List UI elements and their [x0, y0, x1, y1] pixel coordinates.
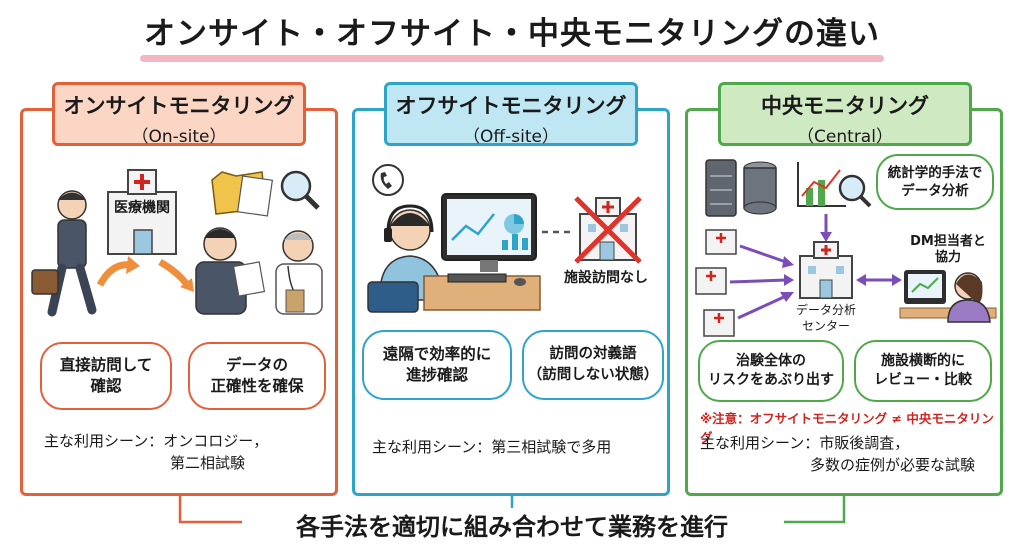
magnifier-icon — [280, 170, 320, 210]
central-warning-note: ※注意：オフサイトモニタリング ≠ 中央モニタリング — [700, 411, 994, 445]
footer-summary: 各手法を適切に組み合わせて業務を進行 — [296, 513, 728, 541]
central-title: 中央モニタリング — [761, 94, 929, 118]
chart-icon — [797, 162, 872, 208]
doctor-icon — [275, 230, 323, 315]
data-center-icon — [799, 241, 853, 299]
bubble-line: 訪問の対義語 — [549, 346, 637, 362]
bubble-line: リスクをあぶり出す — [708, 372, 834, 388]
scene-line: 主な利用シーン：第三相試験で多用 — [372, 438, 612, 456]
arrow-icon — [158, 258, 191, 289]
headset-person-icon — [367, 204, 445, 313]
footer-bracket — [178, 496, 846, 524]
cross-mark-icon — [574, 196, 642, 264]
hospital-icon — [574, 196, 642, 264]
scene-line: 第二相試験 — [170, 454, 246, 472]
central-usage-scene: 主な利用シーン：市販後調査， 多数の症例が必要な試験 — [700, 432, 1000, 476]
dm-person-icon — [899, 270, 997, 323]
onsite-illustration — [31, 169, 323, 317]
bubble-line: データの — [225, 356, 288, 374]
bubble-line: データ分析 — [901, 183, 969, 199]
bubble-line: レビュー・比較 — [874, 372, 972, 388]
central-illustration — [695, 159, 997, 337]
offsite-header: オフサイトモニタリング （Off-site） — [384, 82, 638, 147]
scene-line: 多数の症例が必要な試験 — [810, 456, 976, 474]
computer-icon — [423, 193, 541, 311]
label-line: データ分析 — [795, 303, 856, 317]
central-subtitle: （Central） — [797, 127, 893, 147]
onsite-header: オンサイトモニタリング （On-site） — [52, 82, 306, 147]
server-icon — [705, 159, 777, 217]
phone-icon — [372, 164, 404, 196]
handshake-person-icon — [195, 227, 266, 315]
arrow-icon — [729, 244, 794, 320]
bubble-line: 正確性を確保 — [210, 377, 304, 395]
folder-icon — [211, 171, 274, 217]
building-label: 医療機関 — [114, 200, 170, 216]
onsite-subtitle: （On-site） — [131, 127, 227, 147]
onsite-bubble-data-accuracy: データの正確性を確保 — [188, 342, 326, 410]
bubble-line: 直接訪問して — [59, 356, 153, 374]
offsite-subtitle: （Off-site） — [463, 127, 559, 147]
central-bubble-cross-site: 施設横断的にレビュー・比較 — [854, 340, 992, 402]
data-center-label: データ分析 センター — [786, 302, 866, 334]
offsite-title: オフサイトモニタリング — [395, 94, 627, 118]
central-bubble-risk: 治験全体のリスクをあぶり出す — [698, 340, 844, 402]
label-line: DM担当者と — [910, 234, 986, 249]
page-title: オンサイト・オフサイト・中央モニタリングの違い — [144, 16, 880, 52]
dm-label: DM担当者と 協力 — [900, 234, 996, 266]
label-line: 協力 — [934, 250, 961, 265]
small-hospital-icon — [703, 309, 735, 337]
offsite-bubble-antonym: 訪問の対義語 （訪問しない状態） — [522, 330, 664, 400]
onsite-bubble-direct-visit: 直接訪問して確認 — [40, 342, 172, 410]
bubble-line: 確認 — [90, 377, 122, 395]
offsite-usage-scene: 主な利用シーン：第三相試験で多用 — [372, 436, 662, 458]
bubble-line: 遠隔で効率的に — [382, 345, 492, 363]
label-line: センター — [801, 319, 850, 333]
hospital-icon — [107, 169, 177, 255]
no-visit-label: 施設訪問なし — [564, 270, 648, 286]
small-hospital-icon — [695, 267, 727, 295]
central-bubble-statistics: 統計学的手法でデータ分析 — [876, 154, 994, 210]
bubble-line: （訪問しない状態） — [527, 367, 659, 383]
offsite-bubble-remote: 遠隔で効率的に進捗確認 — [362, 330, 512, 400]
small-hospital-icon — [705, 229, 737, 255]
bubble-line: 進捗確認 — [405, 366, 468, 384]
offsite-illustration — [367, 164, 642, 313]
scene-line: 主な利用シーン：市販後調査， — [700, 434, 910, 452]
title-underline — [140, 55, 884, 62]
onsite-title: オンサイトモニタリング — [63, 94, 295, 118]
onsite-usage-scene: 主な利用シーン：オンコロジー， 第二相試験 — [44, 430, 334, 474]
bubble-line: 治験全体の — [736, 353, 806, 369]
double-arrow-icon — [856, 274, 902, 286]
central-header: 中央モニタリング （Central） — [718, 82, 972, 147]
walking-person-icon — [31, 190, 97, 317]
bubble-line: 施設横断的に — [881, 353, 965, 369]
bubble-line: 統計学的手法で — [887, 165, 983, 181]
scene-line: 主な利用シーン：オンコロジー， — [44, 432, 269, 450]
